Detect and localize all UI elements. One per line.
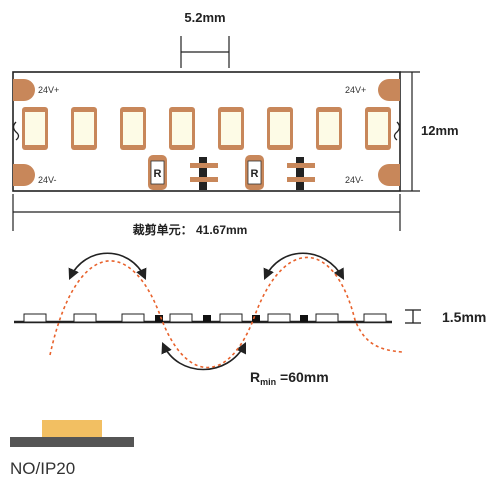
pad-bottom-left <box>13 164 35 186</box>
side-led-chip <box>363 313 387 323</box>
side-chip-row <box>23 313 387 323</box>
led-chip <box>267 107 293 150</box>
side-led-chip <box>315 313 339 323</box>
side-component <box>203 315 211 322</box>
bend-arrow-up-right <box>263 252 345 281</box>
thickness-label: 1.5mm <box>442 309 486 325</box>
pad-label-bottom-left: 24V- <box>38 175 57 185</box>
pad-bottom-right <box>378 164 400 186</box>
ip-rating-label: NO/IP20 <box>10 459 75 478</box>
led-chip <box>22 107 48 150</box>
led-chip <box>71 107 97 150</box>
pitch-label: 5.2mm <box>184 10 225 25</box>
bend-radius-sub: min <box>260 377 276 387</box>
diode-1 <box>190 157 218 190</box>
pad-label-bottom-right: 24V- <box>345 175 364 185</box>
pcb-base <box>10 437 134 447</box>
led-chip <box>316 107 342 150</box>
cut-mark-right <box>393 121 401 141</box>
led-row <box>22 107 391 150</box>
ip-rating: NO/IP20 <box>10 420 134 478</box>
side-led-chip <box>219 313 243 323</box>
height-dimension: 12mm <box>400 71 459 192</box>
led-chip <box>169 107 195 150</box>
resistor-1-label: R <box>154 168 162 180</box>
side-led-chip <box>267 313 291 323</box>
resistor-2: R <box>245 155 264 190</box>
thickness-dimension: 1.5mm <box>405 309 486 325</box>
side-component <box>300 315 308 322</box>
bend-curve <box>49 256 403 369</box>
bend-arrow-down <box>161 341 247 371</box>
side-led-chip <box>121 313 145 323</box>
pad-top-right <box>378 79 400 101</box>
led-chip <box>218 107 244 150</box>
side-led-chip <box>169 313 193 323</box>
pitch-dimension: 5.2mm <box>180 10 230 68</box>
diode-2 <box>287 157 315 190</box>
corner-pads <box>13 79 400 186</box>
side-component <box>252 315 260 322</box>
bend-radius-value: =60mm <box>276 369 329 385</box>
pad-label-top-left: 24V+ <box>38 85 59 95</box>
led-chip <box>365 107 391 150</box>
pad-label-top-right: 24V+ <box>345 85 366 95</box>
led-chip <box>120 107 146 150</box>
bend-arrow-up-left <box>68 252 147 281</box>
side-view: 1.5mm Rmin =60mm <box>14 252 486 387</box>
side-led-chip <box>73 313 97 323</box>
top-view: 5.2mm 24V+ 24V- 24V+ 24V- R R <box>12 10 459 237</box>
cut-unit-label: 裁剪单元： 41.67mm <box>133 222 248 237</box>
height-label: 12mm <box>421 123 459 138</box>
cut-unit-dimension: 裁剪单元： 41.67mm <box>12 194 401 237</box>
bend-radius-label: Rmin =60mm <box>250 369 329 387</box>
cut-mark-left <box>12 121 20 141</box>
pad-top-left <box>13 79 35 101</box>
bend-radius-main: R <box>250 369 260 385</box>
silicone-cover <box>42 420 102 439</box>
resistor-2-label: R <box>251 168 259 180</box>
side-led-chip <box>23 313 47 323</box>
side-component <box>155 315 163 322</box>
resistor-1: R <box>148 155 167 190</box>
